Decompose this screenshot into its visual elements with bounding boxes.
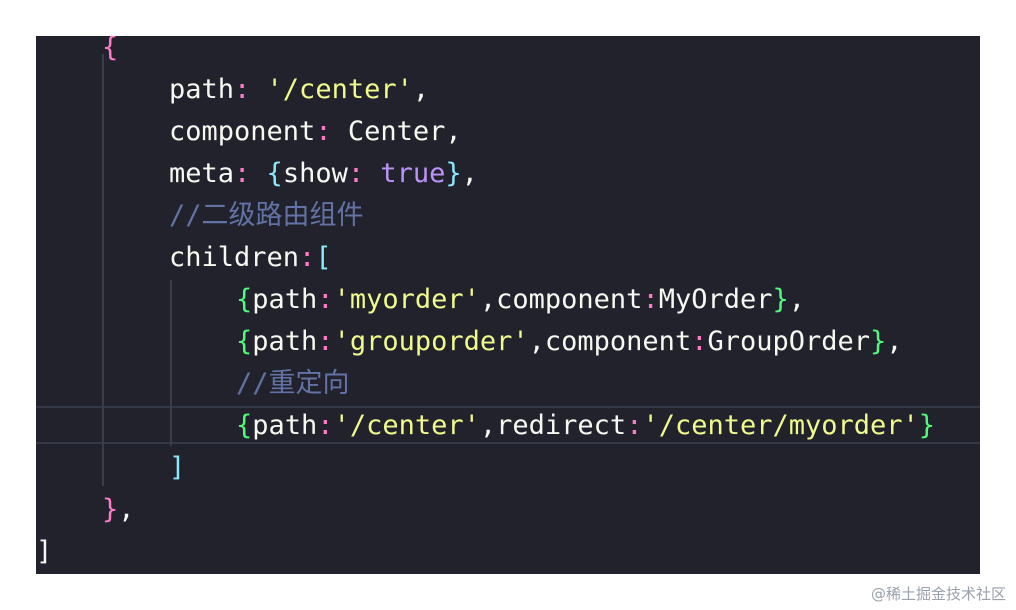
code-token: }: [918, 410, 936, 441]
code-token: }: [772, 284, 789, 315]
code-token: :: [691, 326, 708, 357]
code-token: {: [102, 36, 119, 63]
code-line: meta: {show: true},: [169, 156, 478, 192]
code-line: {: [102, 36, 118, 66]
code-token: ,: [412, 74, 430, 105]
code-token: :: [234, 158, 267, 189]
code-token: :: [642, 284, 659, 315]
indent-guide-outer: [102, 54, 104, 486]
code-token: show: [282, 158, 348, 189]
code-token: true: [380, 158, 446, 189]
code-token: {: [236, 410, 253, 441]
code-token: //二级路由组件: [169, 200, 364, 231]
code-token: ]: [36, 536, 53, 567]
code-token: component: [169, 116, 316, 147]
code-token: GroupOrder: [707, 326, 871, 357]
code-token: Center,: [347, 116, 462, 147]
code-token: '/center': [333, 410, 480, 441]
code-token: 'grouporder': [333, 326, 529, 357]
code-token: {: [266, 158, 283, 189]
code-token: '/center': [266, 74, 413, 105]
code-token: path: [252, 284, 318, 315]
code-token: path: [169, 74, 235, 105]
code-token: '/center/myorder': [642, 410, 919, 441]
code-token: {: [236, 326, 253, 357]
code-token: MyOrder: [658, 284, 773, 315]
code-comment-line: //二级路由组件: [169, 198, 364, 234]
code-token: :: [317, 284, 334, 315]
current-line-highlight: [36, 406, 980, 444]
code-line: {path:'grouporder',component:GroupOrder}…: [236, 324, 903, 360]
code-token: //重定向: [236, 368, 350, 399]
code-token: path: [252, 326, 318, 357]
code-token: ,: [461, 158, 478, 189]
code-line: children:[: [169, 240, 332, 276]
code-line: path: '/center',: [169, 72, 429, 108]
code-line: ]: [36, 534, 52, 570]
code-line: component: Center,: [169, 114, 462, 150]
code-token: ,redirect: [479, 410, 627, 441]
indent-guide-inner: [170, 280, 172, 446]
code-token: }: [445, 158, 462, 189]
code-editor[interactable]: { path: '/center', component: Center, me…: [36, 36, 980, 574]
code-line: {path:'myorder',component:MyOrder},: [236, 282, 805, 318]
code-token: }: [870, 326, 887, 357]
code-token: ,: [788, 284, 806, 315]
code-token: path: [252, 410, 318, 441]
code-token: :: [317, 326, 334, 357]
code-token: ,: [886, 326, 903, 357]
code-line-current: {path:'/center',redirect:'/center/myorde…: [236, 408, 935, 444]
code-token: meta: [169, 158, 235, 189]
code-token: :: [347, 158, 381, 189]
code-line: },: [102, 492, 135, 528]
code-token: :: [315, 116, 348, 147]
code-token: :: [234, 74, 267, 105]
code-token: {: [236, 284, 253, 315]
code-line: ]: [169, 450, 185, 486]
code-token: :: [317, 410, 334, 441]
code-token: :: [299, 242, 316, 273]
code-token: ,component: [479, 284, 643, 315]
code-token: :: [626, 410, 643, 441]
code-token: ,: [118, 494, 135, 525]
code-comment-line: //重定向: [236, 366, 350, 402]
code-token: 'myorder': [333, 284, 480, 315]
code-token: ]: [169, 452, 186, 483]
watermark-text: @稀土掘金技术社区: [870, 585, 1006, 603]
code-token: ,component: [528, 326, 692, 357]
code-token: children: [169, 242, 300, 273]
code-token: [: [315, 242, 332, 273]
code-token: }: [102, 494, 119, 525]
